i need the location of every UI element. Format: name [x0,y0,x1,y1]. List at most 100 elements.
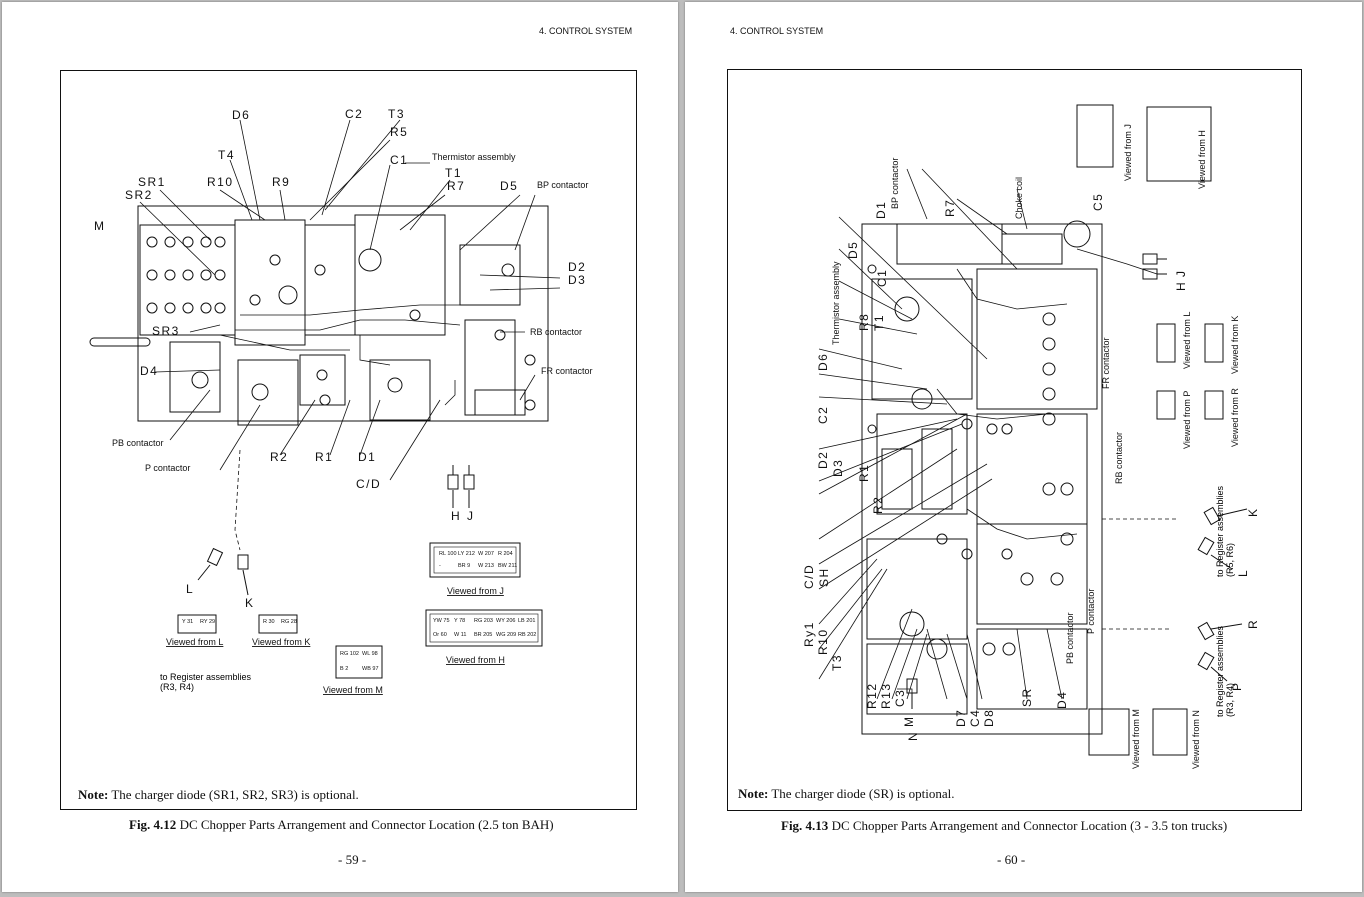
conn-m-r1c1: RG 102 [340,651,359,657]
label-r9: R9 [272,175,290,189]
figure-caption: Fig. 4.12 DC Chopper Parts Arrangement a… [129,817,554,833]
figure-note: Note: The charger diode (SR1, SR2, SR3) … [78,787,359,803]
label-rb-contactor: RB contactor [1114,432,1124,484]
label-h: H [1174,281,1188,291]
viewed-from-n: Viewed from N [1191,710,1201,769]
conn-m-r2c1: B 2 [340,666,348,672]
label-d3: D3 [831,459,845,477]
note-text: The charger diode (SR1, SR2, SR3) is opt… [108,787,359,802]
label-t1: T1 [445,166,462,180]
base-plate [861,223,1103,735]
label-d4: D4 [1055,691,1069,709]
register-note-r3-r4: to Register assemblies (R3, R4) [1215,625,1235,717]
label-j: J [467,509,475,523]
side-connectors [906,253,1248,709]
conn-j-r2c4: BW 211 [498,563,517,569]
label-p-connector: P [1230,681,1244,691]
label-h: H [451,509,461,523]
figure-title: DC Chopper Parts Arrangement and Connect… [828,818,1228,833]
label-pb-contactor: PB contactor [112,438,164,448]
page-60: 4. CONTROL SYSTEM [685,2,1362,892]
chopper-diagram-2-5-ton: D6 C2 T3 R5 C1 Thermistor assembly T4 T1… [89,107,593,695]
label-k: K [1246,507,1260,517]
connector-face-j: RL 100 LY 212 W 207 R 204 - BR 9 W 213 B… [429,542,521,596]
conn-k-c2: RG 28 [281,619,297,625]
viewed-from-h: Viewed from H [1197,130,1207,189]
label-r1: R1 [857,464,871,482]
label-r12: R12 [865,682,879,709]
label-cd: C/D [356,477,381,491]
hj-connectors [197,465,475,596]
label-d7: D7 [954,709,968,727]
figure-number: Fig. 4.13 [781,818,829,833]
note-label: Note: [738,786,769,801]
label-bp-contactor: BP contactor [537,180,588,190]
label-fr-contactor: FR contactor [541,366,593,376]
label-d6: D6 [816,353,830,371]
conn-h-r1c2: Y 78 [454,618,465,624]
label-cd: C/D [802,564,816,589]
label-m: M [94,219,106,233]
label-sr: SR [1020,687,1034,707]
label-c3: C3 [893,689,907,707]
wiring [219,304,465,551]
conn-l-c2: RY 29 [200,619,215,625]
note-label: Note: [78,787,109,802]
connector-face-k: R 30 RG 28 Viewed from K [252,614,310,647]
conn-j-r2c3: W 213 [478,563,494,569]
viewed-from-h: Viewed from H [446,655,505,665]
label-t1: T1 [872,314,886,331]
label-sr1: SR1 [138,175,166,189]
register-note-r5-r6: to Register assemblies (R5, R6) [1215,485,1235,577]
conn-j-r2c2: BR 9 [458,563,470,569]
label-d4: D4 [140,364,158,378]
conn-m-r1c2: WL 98 [362,651,378,657]
label-r7: R7 [943,199,957,217]
label-pb-contactor: PB contactor [1065,612,1075,664]
viewed-from-j: Viewed from J [1123,124,1133,181]
label-sr3: SR3 [152,324,180,338]
conn-h-r2c4: WG 209 [496,632,516,638]
connector-faces [1076,104,1224,756]
label-p-contactor: P contactor [145,463,190,473]
conn-h-r2c5: RB 202 [518,632,536,638]
viewed-from-m: Viewed from M [1131,709,1141,769]
conn-h-r2c1: Or 60 [433,632,447,638]
label-t3: T3 [388,107,405,121]
conn-h-r1c5: LB 201 [518,618,535,624]
connector-face-l: Y 31 RY 29 Viewed from L [166,614,223,647]
label-t3: T3 [830,654,844,671]
label-c2: C2 [345,107,363,121]
label-d3: D3 [568,273,586,287]
chopper-diagram-3-3-5-ton: D1 BP contactor R7 Choke coil C5 D5 C1 T… [802,104,1260,769]
leader-lines [139,119,561,481]
conn-h-r1c3: RG 203 [474,618,493,624]
figure-frame [60,70,637,810]
label-sh: SH [817,567,831,587]
label-p-contactor: P contactor [1086,589,1096,634]
viewed-from-l: Viewed from L [1182,312,1192,369]
connector-face-h: YW 75 Y 78 RG 203 WY 206 LB 201 Or 60 W … [425,609,543,665]
label-d2: D2 [816,451,830,469]
label-sr2: SR2 [125,188,153,202]
viewed-from-r: Viewed from R [1230,388,1240,447]
figure-frame [727,69,1302,811]
label-c4: C4 [968,709,982,727]
label-c1: C1 [390,153,408,167]
label-c2: C2 [816,406,830,424]
label-d2: D2 [568,260,586,274]
note-text: The charger diode (SR) is optional. [768,786,955,801]
label-fr-contactor: FR contactor [1101,337,1111,389]
figure-note: Note: The charger diode (SR) is optional… [738,786,955,802]
viewed-from-m: Viewed from M [323,685,383,695]
wiring [897,248,1177,704]
label-l: L [1236,569,1250,577]
label-j: J [1174,270,1188,278]
viewed-from-l: Viewed from L [166,637,223,647]
label-r: R [1246,619,1260,629]
label-r10: R10 [816,628,830,655]
conn-h-r2c3: BR 205 [474,632,492,638]
label-d8: D8 [982,709,996,727]
conn-h-r2c2: W 11 [454,632,466,638]
terminal-screws [146,236,536,411]
